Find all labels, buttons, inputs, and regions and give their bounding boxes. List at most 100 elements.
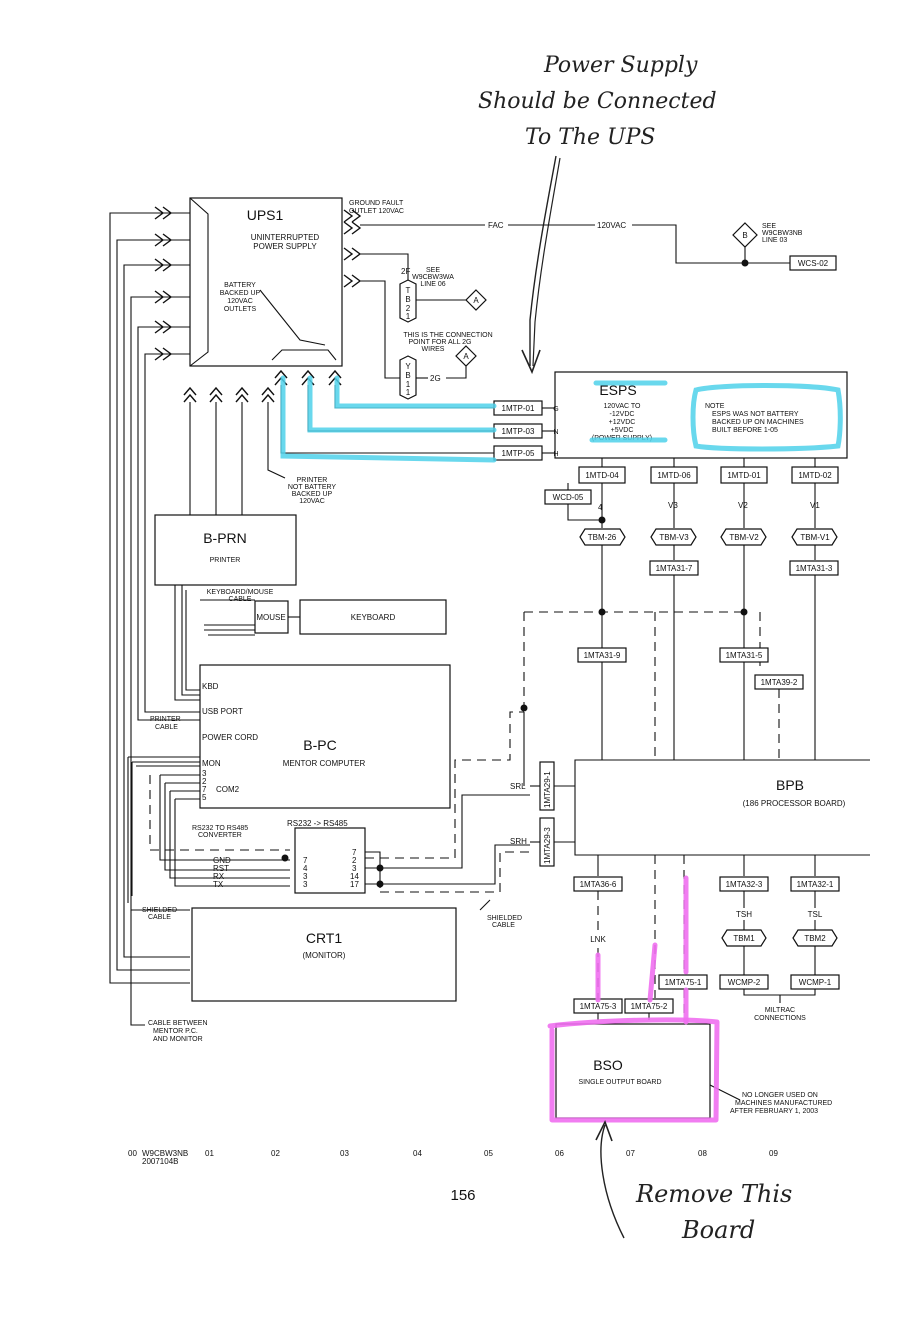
- svg-text:BACKED UP ON MACHINES: BACKED UP ON MACHINES: [712, 419, 804, 426]
- svg-text:SHIELDED: SHIELDED: [487, 915, 522, 922]
- battery-label-4: OUTLETS: [224, 306, 257, 313]
- svg-text:MILTRAC: MILTRAC: [765, 1007, 795, 1014]
- fac-line: GROUND FAULT OUTLET 120VAC FAC 120VAC WC…: [349, 200, 837, 271]
- svg-text:COM2: COM2: [216, 785, 240, 794]
- svg-text:B: B: [405, 371, 410, 380]
- svg-text:B: B: [405, 295, 410, 304]
- svg-text:120VAC TO: 120VAC TO: [604, 403, 642, 410]
- svg-text:RST: RST: [213, 864, 229, 873]
- input-devices: MOUSE KEYBOARD: [254, 599, 447, 635]
- svg-text:02: 02: [271, 1149, 280, 1158]
- svg-text:7: 7: [352, 848, 357, 857]
- svg-text:2: 2: [352, 856, 357, 865]
- svg-text:CABLE: CABLE: [155, 724, 178, 731]
- svg-text:NO LONGER USED ON: NO LONGER USED ON: [742, 1092, 818, 1099]
- svg-text:7: 7: [202, 785, 207, 794]
- bso-subtitle: SINGLE OUTPUT BOARD: [578, 1079, 661, 1086]
- handwritten-note-bottom: Remove This Board: [595, 1119, 792, 1244]
- svg-text:THIS IS THE CONNECTION: THIS IS THE CONNECTION: [403, 332, 492, 339]
- svg-text:KBD: KBD: [202, 682, 219, 691]
- svg-text:WCMP-2: WCMP-2: [728, 978, 761, 987]
- svg-text:3: 3: [303, 880, 308, 889]
- svg-text:MON: MON: [202, 759, 221, 768]
- printer-box: B-PRN PRINTER KEYBOARD/MOUSE CABLE: [154, 514, 297, 701]
- battery-label-3: 120VAC: [227, 298, 253, 305]
- svg-text:1MTA29-1: 1MTA29-1: [543, 771, 552, 808]
- bso-box: BSO SINGLE OUTPUT BOARD NO LONGER USED O…: [555, 1023, 832, 1119]
- svg-text:RX: RX: [213, 872, 225, 881]
- svg-text:CONVERTER: CONVERTER: [198, 832, 242, 839]
- converter-title: RS232 -> RS485: [287, 819, 348, 828]
- svg-text:AFTER FEBRUARY 1, 2003: AFTER FEBRUARY 1, 2003: [730, 1108, 818, 1115]
- svg-text:120VAC: 120VAC: [299, 498, 325, 505]
- b-marker: [732, 222, 758, 248]
- svg-text:1MTA32-3: 1MTA32-3: [726, 880, 763, 889]
- svg-text:1MTD-04: 1MTD-04: [585, 471, 619, 480]
- svg-text:03: 03: [340, 1149, 349, 1158]
- note-arrow-shaft: [529, 155, 557, 366]
- pink-highlight: [547, 875, 720, 1123]
- svg-text:PRINTER: PRINTER: [297, 477, 328, 484]
- terminal-blocks: 2F T B 2 1 A SEE W9CBW3WA LINE 06 THIS I…: [360, 253, 493, 400]
- svg-text:1MTA75-3: 1MTA75-3: [580, 1002, 617, 1011]
- svg-text:A: A: [473, 296, 479, 305]
- crt-box: CRT1 (MONITOR) CABLE BETWEEN MENTOR P.C.…: [130, 907, 457, 1043]
- svg-text:SRL: SRL: [510, 782, 526, 791]
- svg-text:SHIELDED: SHIELDED: [142, 907, 177, 914]
- bottom-arrow-shaft: [600, 1124, 625, 1239]
- svg-text:WIRES: WIRES: [422, 346, 445, 353]
- svg-text:1MTA31-7: 1MTA31-7: [656, 564, 693, 573]
- note-bottom-line-1: Remove This: [635, 1180, 792, 1208]
- svg-text:-12VDC: -12VDC: [610, 411, 635, 418]
- svg-text:ESPS WAS NOT BATTERY: ESPS WAS NOT BATTERY: [712, 411, 799, 418]
- svg-text:06: 06: [555, 1149, 564, 1158]
- note-top-line-3: To The UPS: [525, 125, 655, 150]
- see-b-1: SEE: [762, 223, 776, 230]
- svg-text:4: 4: [303, 864, 308, 873]
- svg-text:CABLE: CABLE: [492, 922, 515, 929]
- svg-text:05: 05: [484, 1149, 493, 1158]
- ground-fault-1: GROUND FAULT: [349, 200, 404, 207]
- mouse-label: MOUSE: [256, 613, 285, 622]
- see-b-2: W9CBW3NB: [762, 230, 803, 237]
- bpb-title: BPB: [776, 777, 804, 793]
- svg-text:1MTA31-9: 1MTA31-9: [584, 651, 621, 660]
- bpb-subtitle: (186 PROCESSOR BOARD): [743, 799, 846, 808]
- svg-text:08: 08: [698, 1149, 707, 1158]
- svg-text:1MTA31-5: 1MTA31-5: [726, 651, 763, 660]
- handwritten-note-top: Power Supply Should be Connected To The …: [478, 53, 717, 375]
- svg-text:3: 3: [303, 872, 308, 881]
- svg-text:2: 2: [202, 777, 207, 786]
- ups1-subtitle-2: POWER SUPPLY: [253, 242, 317, 251]
- svg-text:2007104B: 2007104B: [142, 1157, 178, 1166]
- pc-subtitle: MENTOR COMPUTER: [283, 759, 366, 768]
- svg-text:+5VDC: +5VDC: [611, 427, 634, 434]
- page-number: 156: [450, 1187, 475, 1204]
- svg-text:3: 3: [202, 769, 207, 778]
- svg-text:01: 01: [205, 1149, 214, 1158]
- svg-text:1: 1: [406, 380, 411, 389]
- note-arrow-head: [521, 349, 541, 375]
- svg-text:LNK: LNK: [590, 935, 606, 944]
- note-bottom-line-2: Board: [681, 1216, 755, 1244]
- shielded-labels: SHIELDED CABLE SHIELDED CABLE: [142, 899, 522, 929]
- svg-text:CONNECTIONS: CONNECTIONS: [754, 1015, 806, 1022]
- svg-text:POINT FOR ALL 2G: POINT FOR ALL 2G: [408, 339, 471, 346]
- svg-text:TBM1: TBM1: [733, 934, 755, 943]
- lower-connections: 1MTA36-6 LNK 1MTA75-3 1MTA75-2 1MTA75-1 …: [573, 855, 840, 1022]
- ups1-box: UPS1 UNINTERRUPTED POWER SUPPLY BATTERY …: [183, 197, 362, 515]
- svg-text:TBM-26: TBM-26: [588, 533, 617, 542]
- svg-text:1MTA31-3: 1MTA31-3: [796, 564, 833, 573]
- svg-text:V3: V3: [668, 501, 678, 510]
- svg-text:7: 7: [303, 856, 308, 865]
- ups1-title: UPS1: [247, 207, 284, 223]
- see-b-3: LINE 03: [762, 237, 787, 244]
- rs232-converter: RS232 TO RS485 CONVERTER RS232 -> RS485 …: [192, 704, 530, 894]
- svg-text:TSH: TSH: [736, 910, 752, 919]
- svg-text:TBM-V2: TBM-V2: [729, 533, 759, 542]
- svg-text:1MTP-01: 1MTP-01: [502, 404, 535, 413]
- svg-text:CABLE: CABLE: [148, 914, 171, 921]
- svg-text:2: 2: [406, 304, 411, 313]
- svg-text:POWER CORD: POWER CORD: [202, 733, 258, 742]
